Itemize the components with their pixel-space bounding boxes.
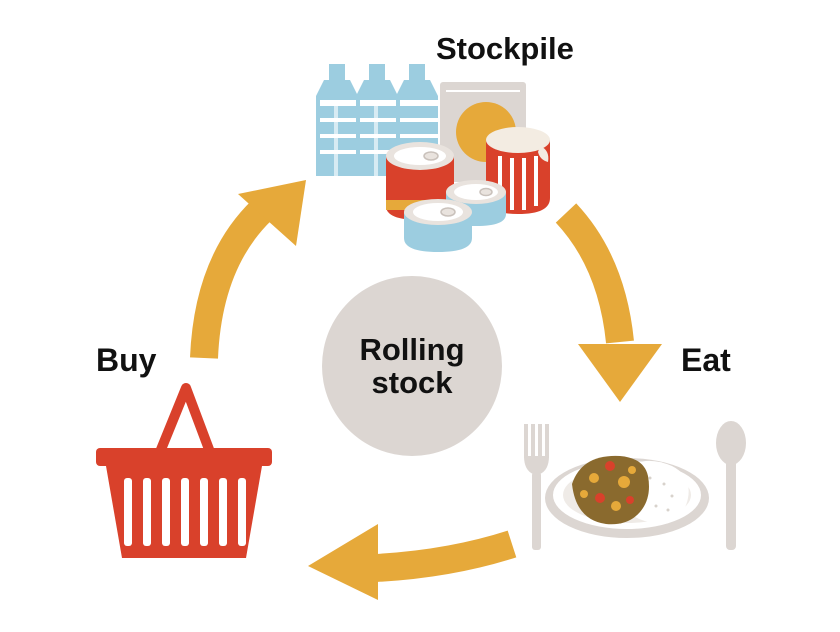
stage-label-buy: Buy xyxy=(96,342,157,378)
stage-label-stockpile: Stockpile xyxy=(436,31,574,66)
curry-plate-icon xyxy=(545,455,709,538)
arrowhead-stockpile xyxy=(238,180,306,246)
eat-illustration xyxy=(524,421,746,550)
stockpile-illustration xyxy=(316,64,550,252)
arrow-eat-to-buy xyxy=(375,530,517,582)
center-label-line2: stock xyxy=(371,365,453,400)
arrow-stockpile-to-eat xyxy=(555,203,634,344)
arrowhead-eat xyxy=(578,344,662,402)
shopping-basket-icon xyxy=(96,383,272,558)
arrow-buy-to-stockpile xyxy=(190,199,272,359)
canned-food-icon xyxy=(486,127,550,214)
cycle-arrows xyxy=(190,199,634,582)
arrowhead-buy xyxy=(308,524,378,600)
spoon-icon xyxy=(716,421,746,550)
canned-food-icon xyxy=(404,199,472,252)
center-label-line1: Rolling xyxy=(359,332,465,367)
fork-icon xyxy=(524,424,549,550)
stage-label-eat: Eat xyxy=(681,342,731,378)
water-bottle-icon xyxy=(316,64,358,176)
center-circle: Rolling stock xyxy=(322,276,502,456)
